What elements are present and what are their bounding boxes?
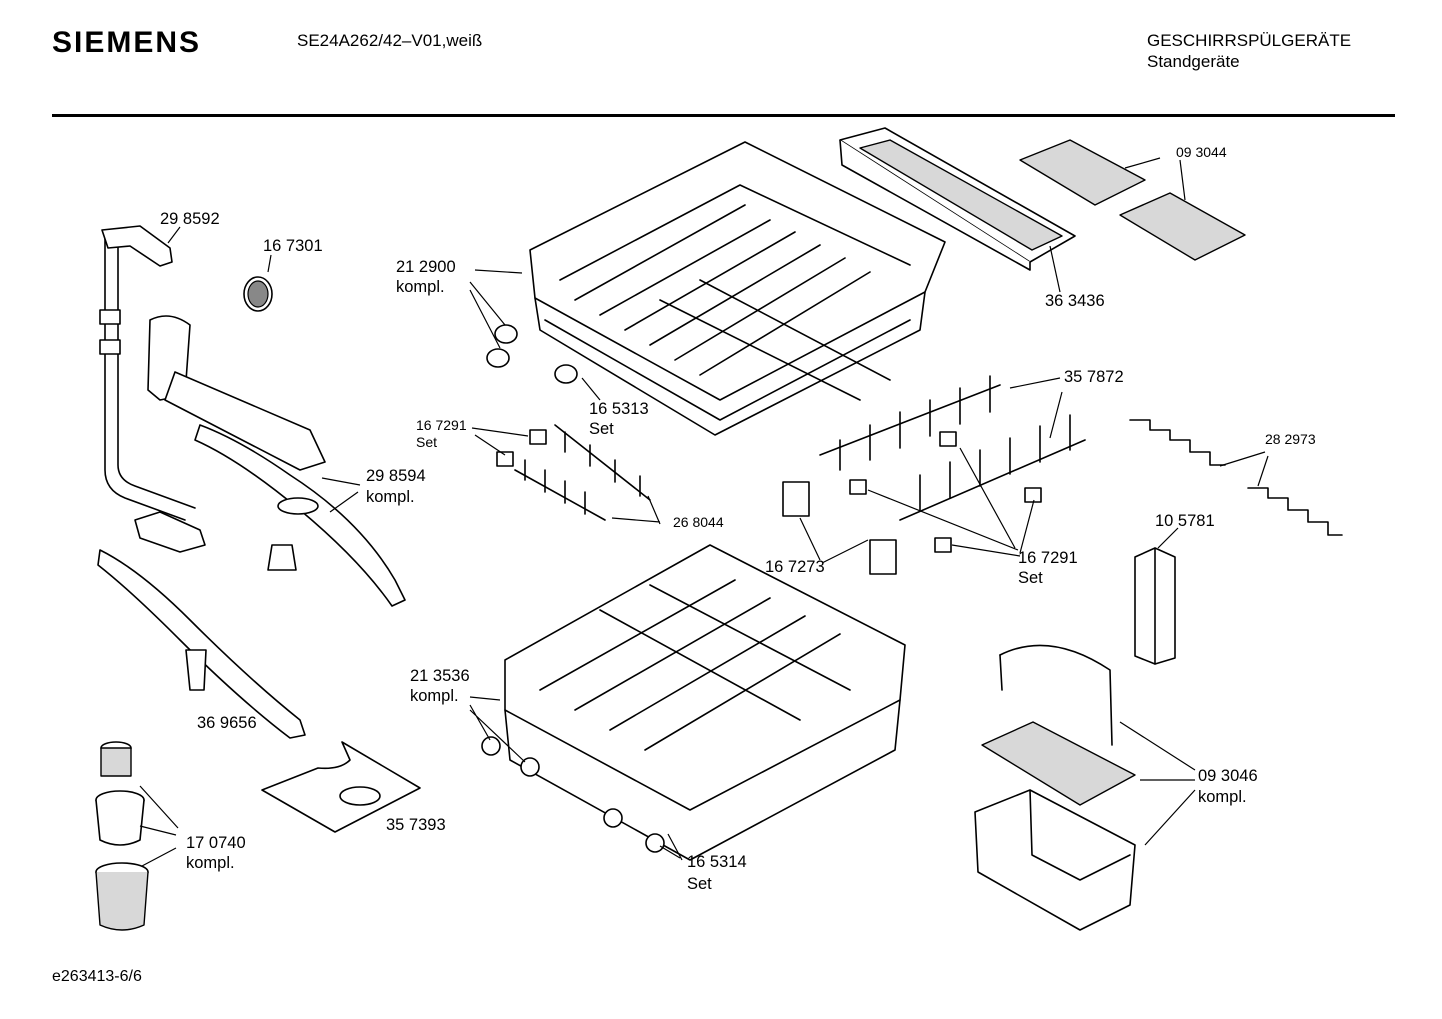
clip-drawings — [496, 429, 1042, 575]
tine-rack-drawing — [819, 375, 1086, 521]
part-label-16-7291-upper: 16 7291 — [416, 417, 467, 433]
part-label-29-8594-note: kompl. — [366, 488, 415, 506]
part-label-17-0740: 17 0740 — [186, 834, 246, 852]
part-label-16-7291-lower-note: Set — [1018, 569, 1043, 587]
part-label-09-3046: 09 3046 — [1198, 767, 1258, 785]
lower-basket-drawing — [481, 544, 906, 861]
part-label-35-7872: 35 7872 — [1064, 368, 1124, 386]
base-plate-drawing — [261, 741, 421, 833]
stair-insert-drawing — [1129, 419, 1343, 536]
cutlery-basket-drawing — [974, 644, 1136, 931]
filter-set-drawing — [95, 741, 149, 931]
part-label-17-0740-note: kompl. — [186, 854, 235, 872]
cutlery-tray-drawing — [839, 127, 1076, 271]
appliance-category: GESCHIRRSPÜLGERÄTE — [1147, 31, 1352, 50]
part-label-28-2973: 28 2973 — [1265, 431, 1316, 447]
part-label-29-8594: 29 8594 — [366, 467, 426, 485]
part-label-26-8044: 26 8044 — [673, 514, 724, 530]
header-divider — [52, 114, 1395, 117]
part-label-09-3046-note: kompl. — [1198, 788, 1247, 806]
tine-strip-drawing — [514, 424, 651, 521]
brand-logo: SIEMENS — [52, 26, 202, 59]
part-label-16-7291-lower: 16 7291 — [1018, 549, 1078, 567]
round-cap-drawing — [243, 276, 273, 312]
part-label-21-3536: 21 3536 — [410, 667, 470, 685]
part-label-16-5313-note: Set — [589, 420, 614, 438]
part-label-16-7301: 16 7301 — [263, 237, 323, 255]
part-label-21-2900: 21 2900 — [396, 258, 456, 276]
cutlery-insert-drawing — [1134, 547, 1176, 665]
part-label-36-3436: 36 3436 — [1045, 292, 1105, 310]
part-label-16-5314-note: Set — [687, 875, 712, 893]
part-label-36-9656: 36 9656 — [197, 714, 257, 732]
part-label-21-3536-note: kompl. — [410, 687, 459, 705]
lower-spray-arm-drawing — [97, 549, 306, 739]
part-label-16-5314: 16 5314 — [687, 853, 747, 871]
water-supply-tube-drawing — [99, 225, 206, 553]
model-number: SE24A262/42–V01,weiß — [297, 31, 483, 50]
part-label-16-5313: 16 5313 — [589, 400, 649, 418]
part-label-16-7273: 16 7273 — [765, 558, 825, 576]
small-grid-drawing — [1019, 139, 1246, 261]
upper-spray-arm-drawing — [147, 315, 406, 607]
part-label-21-2900-note: kompl. — [396, 278, 445, 296]
part-label-16-7291-upper-note: Set — [416, 434, 437, 450]
drawing-code: e263413-6/6 — [52, 968, 142, 985]
part-label-29-8592: 29 8592 — [160, 210, 220, 228]
part-label-35-7393: 35 7393 — [386, 816, 446, 834]
part-labels: 29 8592 16 7301 21 2900 kompl. 16 5313 S… — [160, 144, 1316, 893]
upper-basket-drawing — [486, 141, 946, 436]
part-label-09-3044: 09 3044 — [1176, 144, 1227, 160]
appliance-subcategory: Standgeräte — [1147, 52, 1240, 71]
part-label-10-5781: 10 5781 — [1155, 512, 1215, 530]
leader-lines — [139, 157, 1269, 867]
